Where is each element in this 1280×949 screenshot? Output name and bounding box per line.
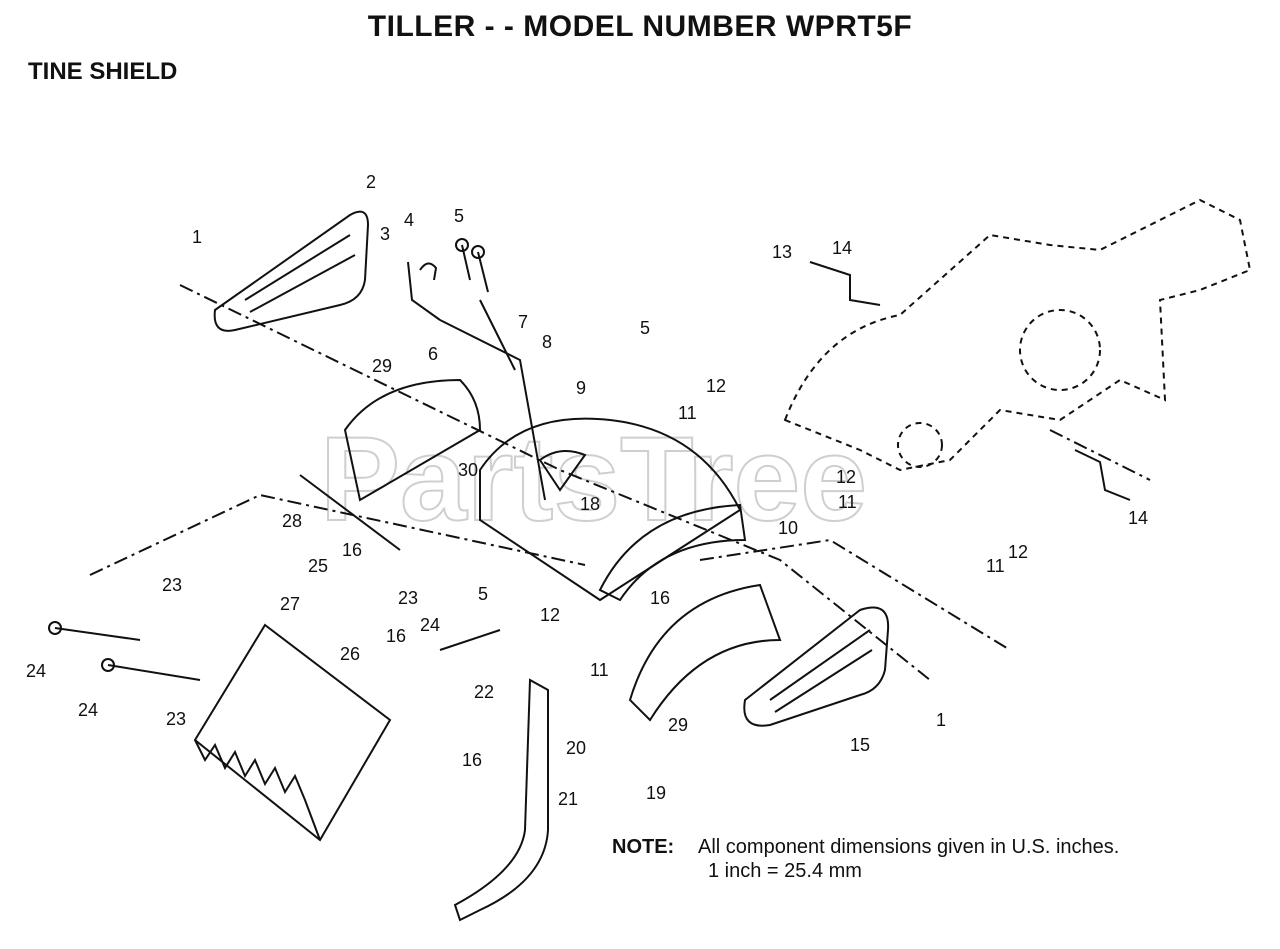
callout-label: 16 [342, 540, 362, 560]
callout-label: 2 [366, 172, 376, 192]
callout-label: 14 [832, 238, 852, 258]
callout-label: 20 [566, 738, 586, 758]
callout-label: 12 [706, 376, 726, 396]
callout-label: 4 [404, 210, 414, 230]
section-title: TINE SHIELD [28, 58, 178, 85]
left-deflector [343, 378, 482, 502]
callout-label: 8 [542, 332, 552, 352]
callout-label: 29 [372, 356, 392, 376]
callout-label: 30 [458, 460, 478, 480]
callout-label: 16 [650, 588, 670, 608]
callout-label: 10 [778, 518, 798, 538]
callout-label: 7 [518, 312, 528, 332]
flap-plate [193, 623, 392, 842]
callout-label: 3 [380, 224, 390, 244]
callout-label: 6 [428, 344, 438, 364]
callout-label: 27 [280, 594, 300, 614]
main-tine-shield [479, 417, 742, 602]
callout-label: 25 [308, 556, 328, 576]
callout-label: 12 [540, 605, 560, 625]
rear-shield [598, 503, 747, 602]
watermark: PartsTree [320, 412, 867, 546]
callout-label: 24 [420, 615, 440, 635]
callouts: 1 2 3 4 5 5 6 7 8 29 9 30 18 28 16 25 23… [26, 172, 1148, 809]
callout-label: 1 [192, 227, 202, 247]
callout-label: 11 [678, 403, 697, 423]
callout-label: 1 [936, 710, 946, 730]
callout-label: 26 [340, 644, 360, 664]
right-side-shield [743, 606, 890, 727]
left-side-shield [213, 210, 370, 332]
callout-label: 12 [836, 467, 856, 487]
dimension-note: NOTE: All component dimensions given in U… [612, 836, 1120, 882]
callout-label: 22 [474, 682, 494, 702]
callout-label: 21 [558, 789, 578, 809]
depth-bar [453, 678, 549, 922]
callout-label: 11 [590, 660, 609, 680]
callout-label: 5 [478, 584, 488, 604]
callout-label: 24 [78, 700, 98, 720]
callout-label: 18 [580, 494, 600, 514]
note-label: NOTE: [612, 836, 675, 858]
callout-label: 9 [576, 378, 586, 398]
callout-label: 11 [986, 556, 1005, 576]
right-deflector [628, 583, 782, 722]
callout-label: 14 [1128, 508, 1148, 528]
callout-label: 16 [462, 750, 482, 770]
callout-label: 23 [162, 575, 182, 595]
callout-label: 5 [454, 206, 464, 226]
callout-label: 16 [386, 626, 406, 646]
page-title: TILLER - - MODEL NUMBER WPRT5F [367, 10, 913, 43]
callout-label: 11 [838, 492, 857, 512]
callout-label: 24 [26, 661, 46, 681]
callout-label: 19 [646, 783, 666, 803]
callout-label: 28 [282, 511, 302, 531]
callout-label: 13 [772, 242, 792, 262]
callout-label: 12 [1008, 542, 1028, 562]
note-line-1: All component dimensions given in U.S. i… [698, 836, 1120, 858]
callout-label: 5 [640, 318, 650, 338]
callout-label: 23 [398, 588, 418, 608]
callout-label: 15 [850, 735, 870, 755]
callout-label: 29 [668, 715, 688, 735]
note-line-2: 1 inch = 25.4 mm [708, 860, 862, 882]
callout-label: 23 [166, 709, 186, 729]
